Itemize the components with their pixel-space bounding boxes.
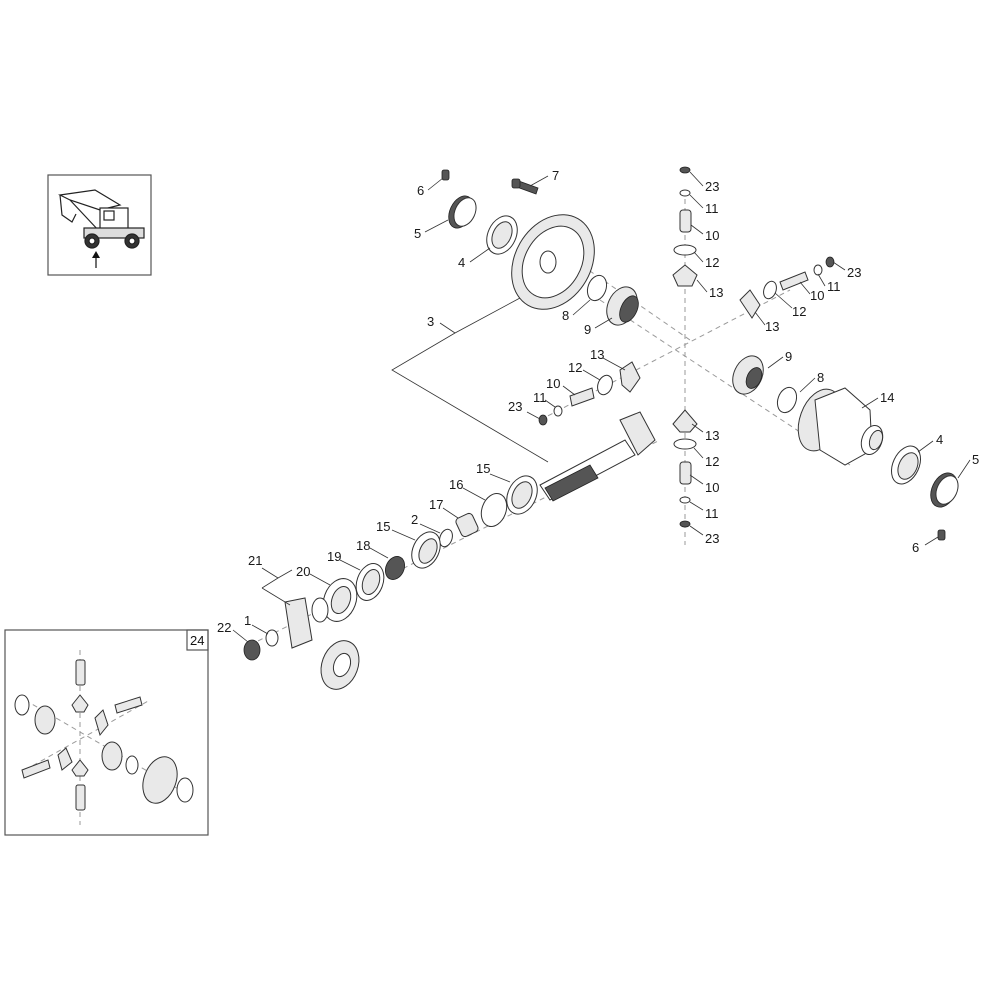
callout-6: 6 (912, 540, 919, 555)
leader-lines (232, 171, 971, 643)
side-gear-9-left (606, 286, 639, 326)
inset-label-box (186, 629, 209, 651)
callout-12: 12 (705, 255, 719, 270)
seal-19 (355, 563, 385, 601)
bolt-7 (511, 178, 539, 195)
callout-labels: 6 7 5 4 3 8 9 23 11 10 12 13 23 11 10 12… (217, 168, 979, 635)
callout-13: 13 (765, 319, 779, 334)
spacer-17 (455, 512, 479, 538)
callout-13: 13 (709, 285, 723, 300)
callout-18: 18 (356, 538, 370, 553)
bearing-15-upper (506, 475, 538, 515)
callout-4: 4 (458, 255, 465, 270)
excavator-icon (58, 189, 145, 249)
callout-5: 5 (972, 452, 979, 467)
callout-10: 10 (705, 480, 719, 495)
callout-6: 6 (417, 183, 424, 198)
callout-2: 2 (411, 512, 418, 527)
callout-12: 12 (705, 454, 719, 469)
callout-22: 22 (217, 620, 231, 635)
thumbnail-frame (47, 174, 152, 276)
callout-14: 14 (880, 390, 894, 405)
callout-21: 21 (248, 553, 262, 568)
callout-1: 1 (244, 613, 251, 628)
callout-20: 20 (296, 564, 310, 579)
screw-6-left (441, 169, 450, 181)
callout-7: 7 (552, 168, 559, 183)
callout-15: 15 (476, 461, 490, 476)
adjusting-nut-5-right (930, 472, 959, 508)
ring-gear (511, 214, 595, 310)
callout-13: 13 (590, 347, 604, 362)
callout-16: 16 (449, 477, 463, 492)
callout-15: 15 (376, 519, 390, 534)
callout-19: 19 (327, 549, 341, 564)
callout-23: 23 (705, 531, 719, 546)
callout-5: 5 (414, 226, 421, 241)
nut-22 (243, 639, 261, 661)
callout-8: 8 (562, 308, 569, 323)
inset-label: 24 (190, 633, 204, 648)
shim-8-right (776, 386, 798, 414)
shim-8-left (586, 274, 608, 302)
bearing-4-left (486, 215, 518, 255)
nut-18 (384, 556, 406, 580)
pinion-stack-bottom (672, 409, 698, 528)
o-ring-1 (265, 629, 279, 647)
ring-16 (480, 493, 508, 527)
deflector-20 (322, 578, 358, 622)
callout-23: 23 (705, 179, 719, 194)
pinion-stack-right (739, 256, 835, 319)
callout-17: 17 (429, 497, 443, 512)
side-gear-9-right (732, 355, 764, 395)
up-arrow-icon (92, 251, 100, 268)
differential-case-14 (797, 387, 884, 466)
callout-10: 10 (546, 376, 560, 391)
inset-frame (4, 629, 209, 836)
callout-8: 8 (817, 370, 824, 385)
callout-9: 9 (785, 349, 792, 364)
pinion-stack-left (538, 361, 641, 426)
callout-10: 10 (705, 228, 719, 243)
machine-thumbnail (47, 174, 152, 276)
callout-10: 10 (810, 288, 824, 303)
callout-13: 13 (705, 428, 719, 443)
callout-11: 11 (533, 390, 547, 405)
adjusting-nut-5-left (448, 195, 477, 229)
callout-12: 12 (792, 304, 806, 319)
callout-11: 11 (705, 506, 719, 521)
bearing-15-lower (411, 531, 441, 569)
callout-12: 12 (568, 360, 582, 375)
bearing-4-right (890, 445, 922, 485)
yoke-flange-21 (284, 597, 360, 690)
callout-4: 4 (936, 432, 943, 447)
callout-11: 11 (827, 279, 841, 294)
callout-3: 3 (427, 314, 434, 329)
pinion-shaft (539, 411, 656, 502)
screw-6-right (937, 529, 946, 541)
callout-23: 23 (847, 265, 861, 280)
inset-assembly-24: 24 (4, 629, 209, 836)
callout-23: 23 (508, 399, 522, 414)
inset-differential-icon (14, 650, 194, 825)
shim-2 (439, 528, 453, 548)
pinion-stack-top (672, 166, 698, 287)
callout-11: 11 (705, 201, 719, 216)
callout-9: 9 (584, 322, 591, 337)
